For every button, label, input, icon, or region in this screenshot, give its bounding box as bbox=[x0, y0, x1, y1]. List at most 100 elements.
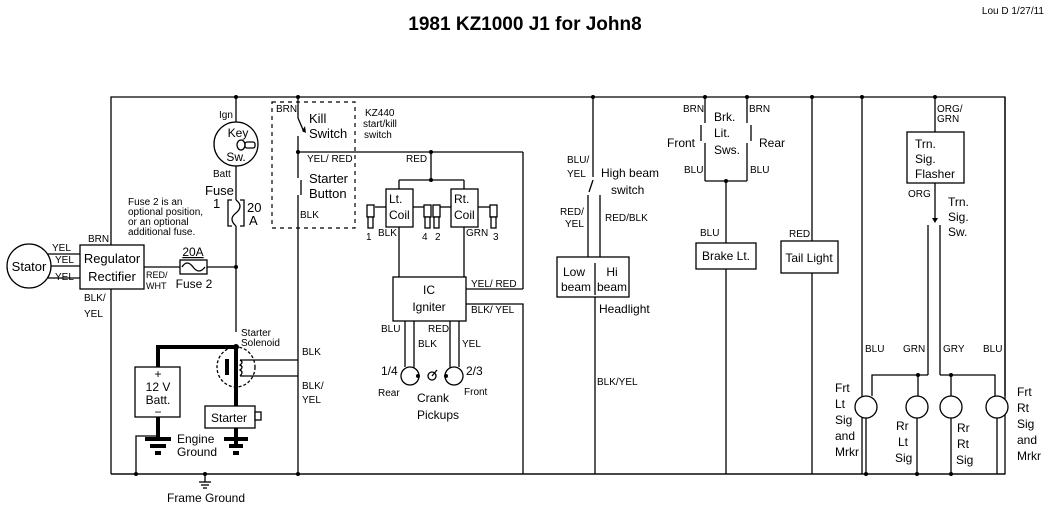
wire-segment bbox=[135, 435, 158, 474]
label: Sws. bbox=[714, 143, 740, 157]
label: Starter bbox=[309, 171, 349, 186]
label: Fuse 2 is an bbox=[128, 197, 182, 208]
label: Frame Ground bbox=[167, 491, 245, 505]
label: Front bbox=[667, 136, 696, 150]
headlight-circuit: BLU/ YEL High beam switch RED/ YEL RED/B… bbox=[556, 97, 659, 474]
label: Sig bbox=[1017, 417, 1034, 431]
label: Trn. bbox=[948, 195, 969, 209]
label: and bbox=[835, 429, 855, 443]
label: Coil bbox=[454, 208, 475, 222]
label: beam bbox=[561, 280, 591, 294]
label: beam bbox=[597, 280, 627, 294]
label: KZ440 bbox=[365, 108, 395, 119]
wire-segment bbox=[423, 204, 432, 218]
label: Lt. bbox=[389, 192, 402, 206]
label: A bbox=[249, 213, 258, 228]
label: Stator bbox=[12, 259, 47, 274]
wire-segment bbox=[431, 369, 438, 377]
wire-label: BLK bbox=[378, 228, 397, 239]
regulator-rectifier: Regulator Rectifier BRN BLK/ YEL RED/ WH… bbox=[79, 234, 180, 320]
wire-segment bbox=[985, 395, 1009, 419]
label: and bbox=[1017, 433, 1037, 447]
wire-label: ORG/ bbox=[937, 104, 963, 115]
label: Sw. bbox=[948, 225, 967, 239]
wire-label: BLU/ bbox=[567, 155, 589, 166]
kill-starter-assembly: BRN Kill Switch YEL/ RED Starter Button … bbox=[271, 97, 397, 474]
label: Pickups bbox=[417, 408, 459, 422]
author-date: Lou D 1/27/11 bbox=[982, 6, 1045, 17]
wire-label: BLU bbox=[865, 344, 884, 355]
label: Batt. bbox=[146, 393, 171, 407]
label: − bbox=[154, 405, 161, 419]
wire-segment bbox=[429, 150, 433, 154]
label: 2 bbox=[435, 232, 441, 243]
label: IC bbox=[423, 283, 435, 297]
wire-segment bbox=[432, 204, 441, 218]
wire-segment bbox=[932, 218, 938, 223]
label: Switch bbox=[309, 126, 347, 141]
wire-segment bbox=[871, 374, 928, 396]
wire-segment bbox=[433, 216, 440, 229]
wire-label: YEL bbox=[462, 339, 481, 350]
wire-segment bbox=[588, 179, 594, 193]
wire-segment bbox=[181, 262, 206, 272]
label: 12 V bbox=[146, 380, 171, 394]
label: Mrkr bbox=[835, 445, 859, 459]
wire-label: YEL bbox=[84, 309, 103, 320]
label: Sig bbox=[895, 451, 912, 465]
label: Coil bbox=[389, 208, 410, 222]
label: Low bbox=[563, 265, 585, 279]
wire-label: BLK bbox=[418, 339, 437, 350]
wire-label: RED bbox=[428, 324, 449, 335]
label: Frt bbox=[835, 381, 850, 395]
wire-label: BRN bbox=[88, 234, 109, 245]
label: Engine bbox=[177, 432, 215, 446]
wire-segment bbox=[227, 199, 245, 227]
spark-plug-4 bbox=[413, 204, 432, 229]
label: Sig. bbox=[915, 152, 936, 166]
frame-ground: Frame Ground bbox=[167, 474, 245, 505]
wire-segment bbox=[906, 131, 965, 184]
wire-segment bbox=[949, 373, 953, 377]
diagram-title: 1981 KZ1000 J1 for John8 bbox=[408, 14, 641, 35]
label: 20A bbox=[182, 245, 203, 259]
wire-segment bbox=[916, 373, 920, 377]
wire-segment bbox=[302, 126, 306, 133]
wire-segment bbox=[244, 141, 256, 149]
label: Rear bbox=[759, 136, 785, 150]
wire-label: GRY bbox=[943, 344, 965, 355]
wire-label: BLU bbox=[700, 228, 719, 239]
wire-segment bbox=[940, 374, 996, 396]
ic-igniter: IC Igniter YEL/ RED BLK/ YEL BLU BLK RED… bbox=[381, 276, 524, 474]
label: Igniter bbox=[412, 300, 445, 314]
fuse-1: Fuse 1 20 A bbox=[205, 183, 261, 332]
wire-segment bbox=[385, 188, 414, 228]
turn-signal-circuit: ORG/ GRN Trn. Sig. Flasher ORG Trn. Sig.… bbox=[835, 97, 1041, 474]
wire-label: ORG bbox=[908, 189, 931, 200]
wire-label: BLU bbox=[983, 344, 1002, 355]
label: Rt bbox=[957, 437, 970, 451]
spark-plug-1 bbox=[366, 204, 386, 229]
label: Sig. bbox=[948, 210, 969, 224]
rr-rt-signal bbox=[939, 395, 963, 474]
brake-light-circuit: BRN BRN Brk. Lit. Sws. Front Rear BLU BL… bbox=[667, 97, 785, 474]
wire-segment bbox=[444, 374, 448, 378]
wire-segment bbox=[216, 346, 256, 388]
label: 3 bbox=[493, 232, 499, 243]
wire-segment bbox=[424, 216, 431, 229]
ignition-coils: RED Lt. Coil Rt. Coil BLK GRN 1 4 2 3 bbox=[298, 150, 524, 289]
wire-segment bbox=[416, 374, 420, 378]
label: Ground bbox=[177, 445, 217, 459]
wire-label: BLK/ bbox=[302, 381, 324, 392]
wire-segment bbox=[367, 216, 374, 229]
spark-plug-2 bbox=[432, 204, 451, 229]
label: Rectifier bbox=[88, 269, 136, 284]
wire-label: BLU bbox=[381, 324, 400, 335]
label: 1/4 bbox=[381, 364, 398, 378]
label: 2/3 bbox=[466, 364, 483, 378]
wire-label: RED/ bbox=[560, 207, 584, 218]
wire-segment bbox=[466, 303, 524, 474]
label: switch bbox=[611, 183, 644, 197]
wire-segment bbox=[366, 204, 375, 218]
label: Rear bbox=[378, 388, 400, 399]
